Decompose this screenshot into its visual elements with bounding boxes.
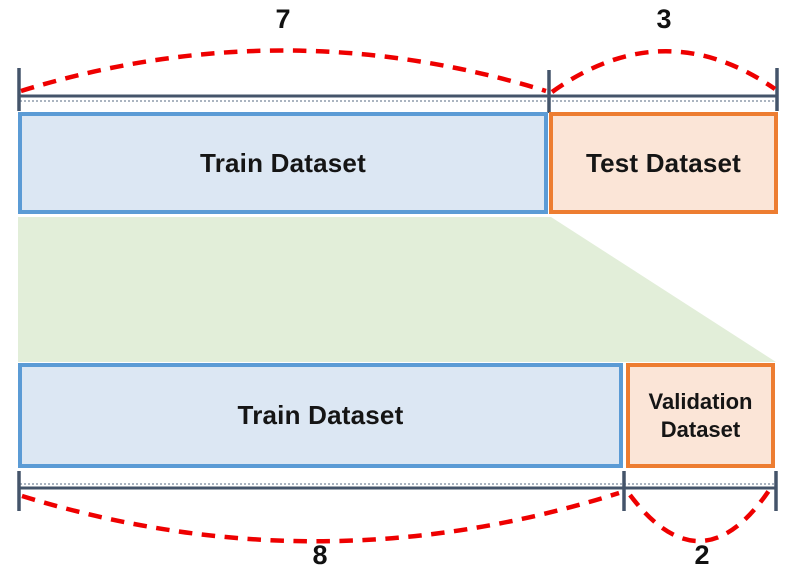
brace-curve-8 — [21, 490, 620, 544]
brace-curve-3 — [550, 49, 777, 94]
top-right-measure-label: 3 — [656, 4, 672, 34]
top-left-measure-label: 7 — [275, 4, 291, 34]
test-dataset-label: Test Dataset — [585, 147, 742, 178]
validation-dataset-label: Validation Dataset — [648, 389, 753, 442]
bottom-left-measure-label: 8 — [312, 540, 328, 570]
green-flow-trapezoid — [18, 217, 776, 362]
bottom-train-dataset-box: Train Dataset — [18, 363, 623, 468]
bottom-train-dataset-label: Train Dataset — [237, 400, 404, 430]
bottom-right-measure-label: 2 — [694, 540, 710, 570]
test-dataset-box: Test Dataset — [549, 112, 778, 214]
brace-curve-7 — [20, 48, 547, 94]
top-train-dataset-box: Train Dataset — [18, 112, 548, 214]
brace-curve-2 — [628, 487, 772, 544]
validation-dataset-box: Validation Dataset — [626, 363, 775, 468]
top-train-dataset-label: Train Dataset — [200, 147, 366, 178]
